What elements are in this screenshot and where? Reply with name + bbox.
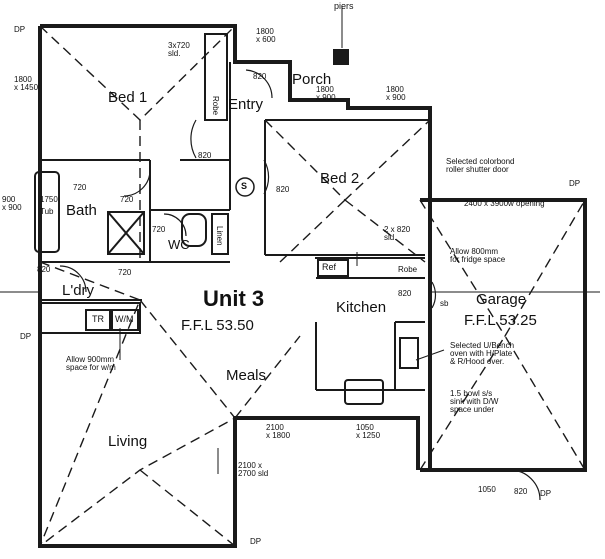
dim-sb: sb [440, 299, 449, 308]
door-820-bed1: 820 [198, 151, 212, 160]
door-820-ldry: 820 [37, 265, 51, 274]
note-wm-space: Allow 900mm space for w/m [66, 355, 116, 372]
dp-label-top-left: DP [14, 25, 26, 34]
room-bed1: Bed 1 [108, 89, 148, 106]
dim-2100x1800: 2100 x 1800 [266, 423, 291, 440]
dim-1800x900-porch: 1800 x 900 [316, 85, 336, 102]
dp-label-bottom: DP [250, 537, 262, 546]
room-ldry: L'dry [62, 282, 95, 299]
door-720-wc: 720 [152, 225, 166, 234]
note-colorbond: Selected colorbond roller shutter door [446, 157, 515, 174]
robe-bed2: Robe [398, 265, 418, 274]
door-720-ldry: 720 [118, 268, 132, 277]
washer-label: W/M [115, 314, 134, 324]
piers-label: piers [334, 1, 354, 11]
room-kitchen: Kitchen [336, 299, 387, 316]
outer-wall-left [38, 26, 420, 548]
dim-1050-garage: 1050 [478, 485, 496, 494]
robe-bed1: Robe [211, 96, 220, 116]
dp-label-garage: DP [569, 179, 581, 188]
linen-label: Linen [215, 226, 224, 246]
room-entry: Entry [228, 96, 264, 113]
note-opening: 2400 x 3900w opening [464, 199, 545, 208]
room-meals: Meals [226, 367, 267, 384]
dp-label-garage-bottom: DP [540, 489, 552, 498]
room-bath: Bath [66, 202, 97, 219]
dim-2x820: 2 x 820 sld. [384, 225, 411, 242]
door-720-shower: 720 [120, 195, 134, 204]
tub-label: Tub [40, 207, 54, 216]
unit-title: Unit 3 [203, 286, 265, 311]
dim-1750: 1750 [40, 195, 58, 204]
room-wc: WC [168, 237, 190, 252]
fridge-label: Ref [322, 262, 337, 272]
note-bench: Selected U/Bench oven with H/Plate & R/H… [450, 341, 515, 366]
room-living: Living [108, 433, 148, 450]
door-820-garage: 820 [514, 487, 528, 496]
dim-1800x900-right: 1800 x 900 [386, 85, 406, 102]
door-820-entry: 820 [253, 72, 267, 81]
room-porch: Porch [292, 71, 332, 88]
trough-label: TR [92, 314, 104, 324]
room-bed2: Bed 2 [320, 170, 360, 187]
outer-wall [40, 24, 432, 200]
room-garage: Garage [476, 291, 527, 308]
dim-1800x1450: 1800 x 1450 [14, 75, 39, 92]
door-820-bed2: 820 [276, 185, 290, 194]
dim-1800x600: 1800 x 600 [256, 27, 276, 44]
garage-wall [420, 198, 587, 472]
dim-2100x2700: 2100 x 2700 sld [238, 461, 269, 478]
note-fridge: Allow 800mm for fridge space [450, 247, 506, 264]
door-820-kitchen: 820 [398, 289, 412, 298]
dp-label-left: DP [20, 332, 32, 341]
door-720-bath: 720 [73, 183, 87, 192]
dim-900x900: 900 x 900 [2, 195, 22, 212]
unit-ffl: F.F.L 53.50 [181, 317, 254, 334]
garage-ffl: F.F.L 53.25 [464, 312, 537, 329]
note-sink: 1.5 bowl s/s sink with D/W space under [450, 389, 499, 414]
dim-1050x1250: 1050 x 1250 [356, 423, 381, 440]
smoke-detector-label: S [241, 181, 248, 191]
dim-3x720: 3x720 sld. [168, 41, 190, 58]
smoke-detector-icon [235, 177, 255, 197]
